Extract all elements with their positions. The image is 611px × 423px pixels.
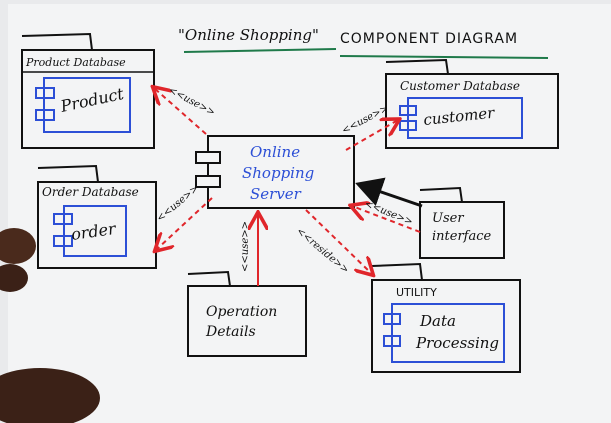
operation-line2: Details [205, 324, 256, 340]
use-label-operation: <<use>> [240, 221, 251, 272]
ui-line2: interface [432, 229, 492, 244]
package-customer-database: Customer Database customer [385, 58, 559, 149]
server-line1: Online [250, 143, 300, 161]
product-db-label: Product Database [25, 56, 126, 69]
package-operation-details: Operation Details [187, 270, 307, 357]
server-line3: Server [250, 185, 302, 203]
ui-line1: User [432, 211, 464, 226]
customer-db-label: Customer Database [400, 79, 520, 93]
server-line2: Shopping [242, 164, 314, 182]
diagram-title: "Online Shopping" COMPONENT DIAGRAM [178, 26, 549, 59]
title-rest: COMPONENT DIAGRAM [340, 31, 518, 47]
data-processing-line2: Processing [415, 334, 499, 352]
package-utility: UTILITY Data Processing [371, 262, 521, 373]
presenter-hands [0, 228, 100, 423]
data-processing-line1: Data [419, 312, 456, 330]
data-processing-component [391, 303, 505, 363]
component-online-shopping-server: Online Shopping Server [195, 135, 355, 209]
operation-line1: Operation [206, 304, 277, 320]
black-association-arrow [355, 177, 423, 208]
customer-component [407, 97, 523, 139]
order-db-label: Order Database [42, 185, 139, 199]
dependency-operation-to-server: <<use>> [240, 214, 258, 286]
product-component [43, 77, 131, 133]
package-user-interface: User interface [419, 186, 505, 259]
order-component [63, 205, 127, 257]
utility-label: UTILITY [396, 286, 437, 299]
title-quoted: "Online Shopping" [178, 26, 319, 44]
